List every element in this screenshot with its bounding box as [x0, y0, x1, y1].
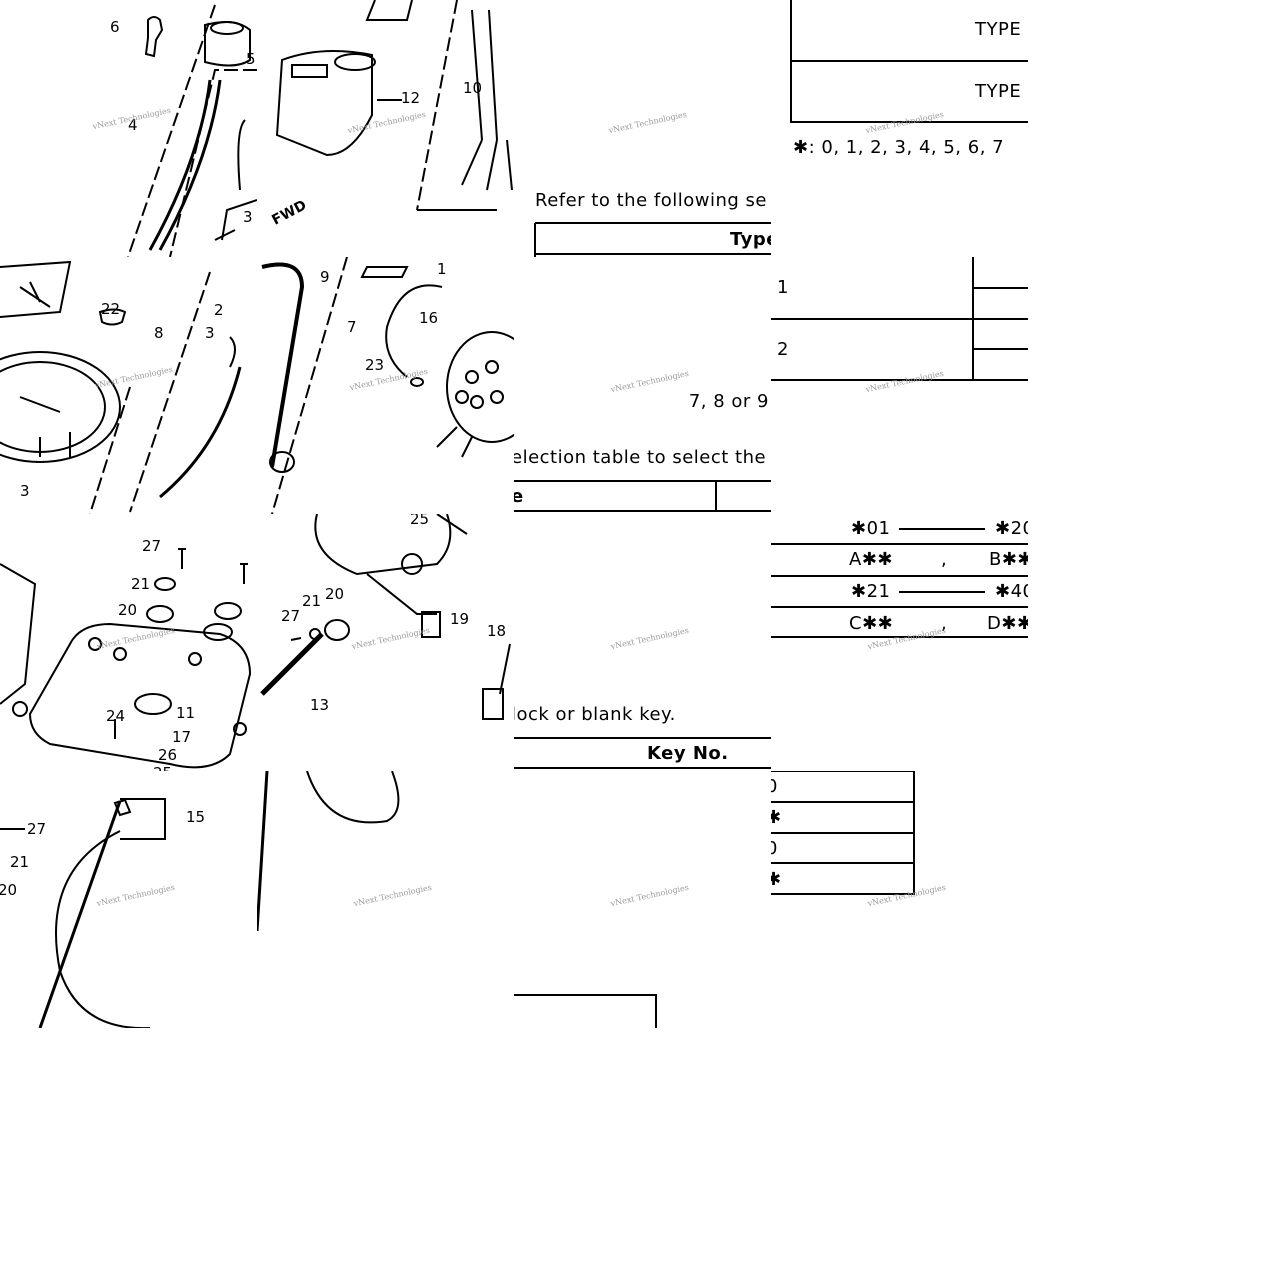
- doc-tile-key-ranges: ✱01 ✱20 A✱✱ , B✱✱ ✱21 ✱40 C✱✱ , D✱✱ vNex…: [771, 514, 1028, 771]
- callout-16: 16: [419, 309, 439, 327]
- doc-tile-type-rows: 1 2 vNext Technologies: [771, 257, 1028, 514]
- doc-tile-key: lock or blank key. Key No. vNext Technol…: [514, 514, 771, 771]
- key-cell-4: ✱: [771, 869, 782, 890]
- range-start-01: ✱01: [851, 518, 891, 539]
- key-cell-1: 0: [771, 776, 778, 797]
- callout-3: 3: [205, 324, 215, 342]
- tachometer-drawing: [261, 257, 514, 514]
- diagram-tile-cable: 25 27 21 20 19 18 13 vNext Technologies: [257, 514, 514, 771]
- diagram-tile-ignition: 6 5 4 3 vNext Technologies: [0, 0, 257, 257]
- selection-instruction: election table to select the: [514, 447, 767, 468]
- range-end-40: ✱40: [995, 581, 1028, 602]
- callout-27: 27: [142, 537, 162, 555]
- callout-2: 2: [214, 301, 224, 319]
- callout-15: 15: [186, 808, 206, 826]
- key-instruction: lock or blank key.: [514, 704, 676, 725]
- callout-25: 25: [153, 766, 172, 772]
- callout-5: 5: [246, 50, 256, 68]
- speedometer-cable-drawing: [0, 798, 166, 1028]
- range-start-21: ✱21: [851, 581, 891, 602]
- callout-3: 3: [243, 208, 253, 226]
- digit-list: ✱: 0, 1, 2, 3, 4, 5, 6, 7: [793, 137, 1005, 158]
- doc-tile-key-table: vNext Technologies: [514, 771, 771, 1028]
- type-row-1: 1: [777, 277, 789, 298]
- range-a: A✱✱: [849, 549, 893, 570]
- callout-19: 19: [450, 610, 470, 628]
- diagram-tile-tacho-cable: vNext Technologies: [257, 771, 514, 931]
- callout-21: 21: [302, 592, 322, 610]
- callout-21: 21: [10, 853, 30, 871]
- callout-8: 8: [154, 324, 164, 342]
- type-cell-1: TYPE: [975, 19, 1022, 40]
- callout-22: 22: [101, 300, 121, 318]
- callout-13: 13: [310, 696, 330, 714]
- callout-7: 7: [347, 318, 357, 336]
- callout-20: 20: [325, 585, 345, 603]
- tachometer-cable-drawing: [257, 771, 400, 931]
- cable-bracket-drawing: [260, 514, 511, 720]
- doc-tile-refer: Refer to the following se Type vNext Tec…: [514, 0, 771, 257]
- key-cell-3: 0: [771, 838, 778, 859]
- diagram-tile-indicator: 12 10 FWD vNext Technologies: [257, 0, 514, 257]
- callout-17: 17: [172, 728, 192, 746]
- callout-25: 25: [410, 514, 430, 528]
- diagram-tile-speedo-cable: 27 15 21 20 vNext Technologies: [0, 771, 257, 1028]
- refer-instruction: Refer to the following se: [535, 190, 767, 211]
- range-b: B✱✱: [989, 549, 1028, 570]
- indicator-housing-drawing: [275, 0, 513, 211]
- ignition-switch-drawing: [127, 4, 257, 257]
- doc-tile-selection: 7, 8 or 9 election table to select the e…: [514, 257, 771, 514]
- callout-18: 18: [487, 622, 507, 640]
- callout-23: 23: [365, 356, 385, 374]
- diagram-tile-tachometer: 9 7 1 16 23 vNext Technologies: [257, 257, 514, 514]
- diagram-tile-speedometer: 22 8 2 3 3 vNext Technologies: [0, 257, 257, 514]
- range-d: D✱✱: [987, 613, 1028, 634]
- meter-bracket-drawing: [0, 548, 252, 769]
- key-number-header: Key No.: [647, 743, 729, 764]
- callout-27: 27: [27, 820, 47, 838]
- callout-11: 11: [176, 704, 196, 722]
- type-cell-2: TYPE: [975, 81, 1022, 102]
- callout-24: 24: [106, 707, 126, 725]
- callout-21: 21: [131, 575, 151, 593]
- callout-4: 4: [128, 116, 138, 134]
- diagram-tile-bracket: 27 21 20 14 24 11 17 26 25 vNext Technol…: [0, 514, 257, 771]
- type-header-tail: e: [514, 486, 524, 507]
- type-column-header: Type: [730, 229, 771, 250]
- range-end-20: ✱20: [995, 518, 1028, 539]
- callout-10: 10: [463, 79, 483, 97]
- callout-3b: 3: [20, 482, 30, 500]
- callout-1: 1: [437, 260, 447, 278]
- callout-6: 6: [110, 18, 120, 36]
- doc-tile-key-cells: 0 ✱ 0 ✱ vNext Technologies: [771, 771, 1028, 931]
- callout-27: 27: [281, 607, 301, 625]
- range-c: C✱✱: [849, 613, 894, 634]
- callout-26: 26: [158, 746, 178, 764]
- doc-tile-type-table: TYPE TYPE ✱: 0, 1, 2, 3, 4, 5, 6, 7 vNex…: [771, 0, 1028, 257]
- key-cell-2: ✱: [771, 807, 782, 828]
- type-row-2: 2: [777, 339, 789, 360]
- speedometer-drawing: [0, 260, 242, 514]
- callout-12: 12: [401, 89, 421, 107]
- callout-20: 20: [0, 881, 18, 899]
- callout-9: 9: [320, 268, 330, 286]
- callout-20: 20: [118, 601, 138, 619]
- digit-list-tail: 7, 8 or 9: [688, 391, 769, 412]
